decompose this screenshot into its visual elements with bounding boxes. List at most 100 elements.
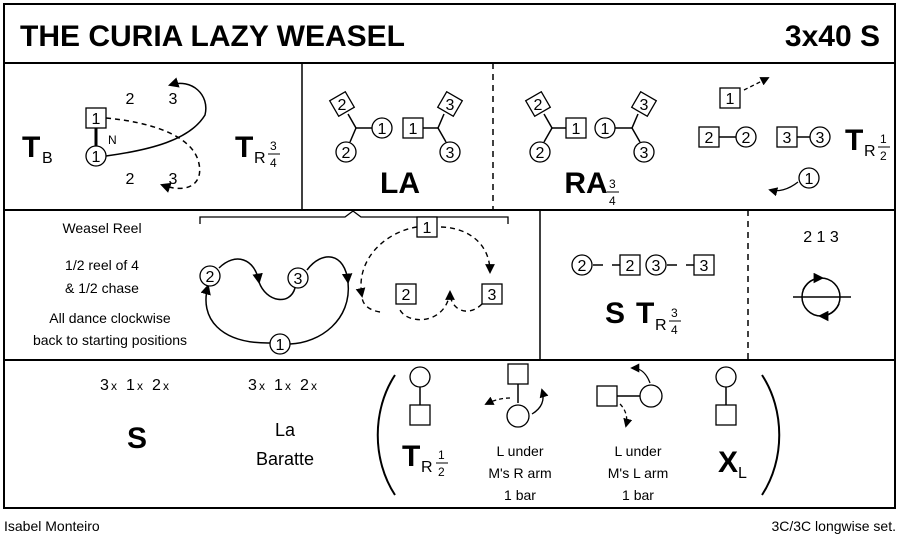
- la-baratte-line2: Baratte: [256, 449, 314, 469]
- square-partner: [715, 404, 737, 426]
- panel-set-turn: 2 2 3 3 S T R 3 4: [571, 254, 715, 337]
- under-left-3: 1 bar: [622, 487, 654, 503]
- turn-right-t: T: [235, 131, 253, 164]
- turn-t: T: [402, 440, 420, 473]
- number-top-3: 3: [169, 91, 178, 108]
- reel-path-dashed: [355, 226, 418, 298]
- square-dancer-3-label: 3: [700, 258, 709, 275]
- panel-right-allemande: 2 2 1 1 3 3 RA 3 4: [524, 90, 658, 208]
- panel-order: 2 1 3: [793, 229, 851, 322]
- turn-den: 2: [438, 465, 445, 479]
- circle-dancer-2-label: 2: [206, 269, 215, 286]
- nearer-hand-mark: N: [108, 133, 117, 147]
- link: [437, 113, 445, 129]
- square-partner: [507, 363, 529, 385]
- panel-turn-half: 1 2 2 3 3 1 T R 1 2: [698, 77, 890, 197]
- set-label: S: [605, 297, 625, 330]
- reel-desc-2: & 1/2 chase: [65, 280, 139, 296]
- turn-t: T: [636, 297, 654, 330]
- link: [631, 127, 641, 143]
- set-type: 3C/3C longwise set.: [771, 518, 896, 534]
- dance-title: THE CURIA LAZY WEASEL: [20, 20, 405, 53]
- square-dancer-1: [565, 117, 587, 139]
- square-partner: [409, 404, 431, 426]
- turn-both-t: T: [22, 131, 40, 164]
- reel-path-solid-4: [306, 256, 353, 285]
- link: [347, 113, 357, 129]
- circle-dancer-3-label: 3: [446, 145, 455, 162]
- under-left-2: M's L arm: [608, 465, 669, 481]
- link: [349, 127, 357, 143]
- reel-title: Weasel Reel: [62, 220, 141, 236]
- order-label: 2 1 3: [803, 229, 839, 246]
- rotation-arrow-top: [802, 272, 825, 291]
- diamond-dancer-2: [524, 90, 552, 118]
- turn-den: 4: [671, 323, 678, 337]
- square-dancer-3: [481, 283, 503, 305]
- circle-dancer-1: [371, 117, 393, 139]
- author: Isabel Monteiro: [4, 518, 100, 534]
- reel-path-dashed-5: [361, 295, 381, 313]
- cross-x: X: [718, 446, 738, 479]
- left-parenthesis: [376, 374, 396, 496]
- link: [543, 113, 553, 129]
- reel-path-dashed-4: [399, 291, 451, 321]
- panel-weasel-reel: Weasel Reel 1/2 reel of 4 & 1/2 chase Al…: [33, 210, 509, 355]
- circle-dancer-1-label: 1: [92, 149, 101, 166]
- panel-la-baratte: T R 1 2 L under M's R arm 1 bar L under …: [376, 363, 781, 503]
- circle-dancer-1-label: 1: [378, 121, 387, 138]
- reel-bracket: [199, 210, 509, 224]
- reel-desc-3: All dance clockwise: [49, 310, 171, 326]
- square-dancer-2: [619, 254, 641, 276]
- circle-dancer-2: [529, 141, 551, 163]
- reel-path-dashed-3: [445, 290, 483, 312]
- circle-dancer-3-label: 3: [294, 271, 303, 288]
- square-dancer-2-label: 2: [626, 258, 635, 275]
- la-label: LA: [380, 167, 420, 200]
- rotation-arrow-bottom: [817, 303, 840, 322]
- bars-col2-c: 2: [300, 377, 309, 394]
- turn-right-frac-num: 3: [270, 139, 277, 153]
- path-solid: [105, 77, 207, 157]
- solid-move-arrow: [531, 388, 549, 415]
- circle-dancer-2-label: 2: [536, 145, 545, 162]
- reel-path-solid-5: [289, 281, 349, 345]
- bars-col1-cx: x: [163, 379, 169, 393]
- bars-col2-bx: x: [285, 379, 291, 393]
- circle-dancer-1: [798, 167, 820, 189]
- la-baratte-line1: La: [275, 420, 296, 440]
- number-bottom-2: 2: [126, 171, 135, 188]
- under-right-2: M's R arm: [488, 465, 551, 481]
- circle-dancer-3: [439, 141, 461, 163]
- square-partner: [596, 385, 618, 407]
- setting-label: S: [127, 422, 147, 455]
- under-right-1: L under: [497, 443, 544, 459]
- circle-dancer-2-label: 2: [742, 130, 751, 147]
- circle-dancer-3: [809, 126, 831, 148]
- bars-col1-bx: x: [137, 379, 143, 393]
- circle-dancer-3: [645, 254, 667, 276]
- turn-half-sub: R: [864, 143, 876, 160]
- bars-col1-ax: x: [111, 379, 117, 393]
- link: [437, 127, 447, 143]
- bars-col1-c: 2: [152, 377, 161, 394]
- dashed-move-arrow: [484, 396, 511, 405]
- circle-dancer-3: [633, 141, 655, 163]
- move-arrow-top: [743, 77, 770, 91]
- circle-dancer-2: [199, 265, 221, 287]
- under-left-1: L under: [615, 443, 662, 459]
- square-dancer-2-label: 2: [705, 130, 714, 147]
- panel-turn-both: T B 1 N 1 2 3 2 3 T R 3 4: [22, 77, 280, 193]
- turn-sub: R: [421, 459, 433, 476]
- ra-frac-num: 3: [609, 177, 616, 191]
- circle-partner: [639, 384, 663, 408]
- circle-dancer-1: [269, 333, 291, 355]
- number-top-2: 2: [126, 91, 135, 108]
- reel-path-solid: [200, 283, 272, 344]
- bars-col2-ax: x: [259, 379, 265, 393]
- circle-dancer-1-label: 1: [601, 121, 610, 138]
- link: [543, 127, 553, 143]
- bars-col1-b: 1: [126, 377, 135, 394]
- square-dancer-3-label: 3: [488, 287, 497, 304]
